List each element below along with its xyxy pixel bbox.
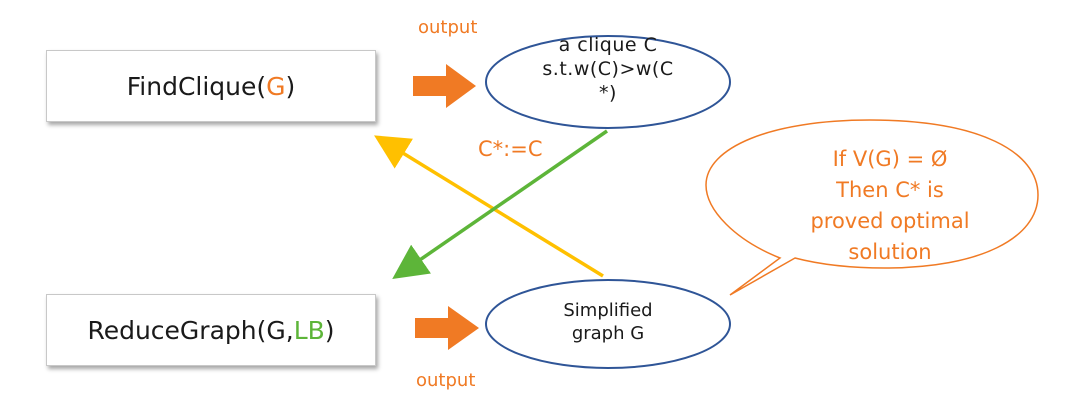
clique-ellipse-text: a clique C s.t.w(C)>w(C *) <box>500 34 716 105</box>
simplified-graph-ellipse <box>485 279 731 369</box>
assign-label: C*:=C <box>478 137 543 161</box>
simplified-ellipse-text: Simplified graph G <box>500 300 716 345</box>
clique-line: a clique C <box>558 34 658 56</box>
reduce-graph-close: ) <box>324 315 335 345</box>
reduce-graph-name: ReduceGraph(G, <box>87 315 294 345</box>
clique-line: s.t.w(C)>w(C <box>542 57 674 80</box>
clique-ellipse <box>485 35 731 129</box>
output-label-top: output <box>418 17 478 38</box>
callout-line: Then C* is <box>836 178 944 203</box>
green-arrow <box>392 129 608 279</box>
callout-line: solution <box>848 240 932 265</box>
find-clique-box: FindClique(G) <box>46 50 376 122</box>
output-label-bottom: output <box>416 370 476 391</box>
simplified-line: graph G <box>571 322 645 344</box>
reduce-graph-arg: LB <box>293 315 325 345</box>
callout-text: If V(G) = Ø Then C* is proved optimal so… <box>770 144 1010 268</box>
output-arrow-top <box>413 64 476 108</box>
reduce-graph-box: ReduceGraph(G,LB) <box>46 294 376 366</box>
callout-line: proved optimal <box>810 209 970 234</box>
callout-bubble <box>705 119 1039 296</box>
find-clique-name: FindClique( <box>126 71 267 101</box>
callout-line: If V(G) = Ø <box>832 147 948 171</box>
find-clique-close: ) <box>285 71 296 101</box>
find-clique-arg: G <box>266 71 286 101</box>
output-arrow-bottom <box>415 306 479 350</box>
yellow-arrow <box>374 135 604 278</box>
clique-line: *) <box>599 81 617 104</box>
simplified-line: Simplified <box>563 300 653 321</box>
